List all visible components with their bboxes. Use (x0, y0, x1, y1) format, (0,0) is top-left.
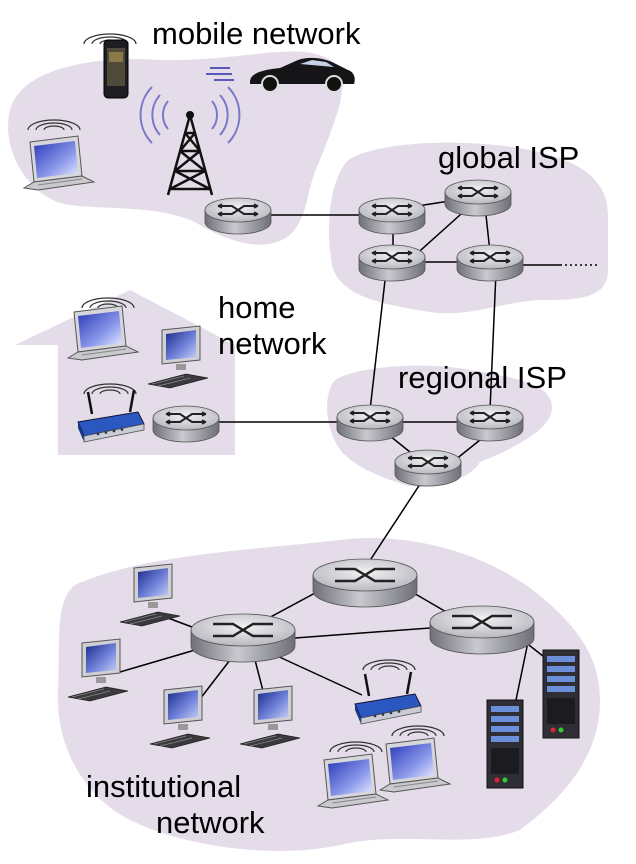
router-icon (311, 557, 419, 609)
institutional-network-label-line1: institutional (86, 769, 241, 804)
link-global-regional-2 (489, 271, 497, 411)
router-icon (189, 612, 297, 664)
router-icon (152, 405, 220, 443)
router-icon (428, 604, 536, 656)
router-icon (358, 244, 426, 282)
mobile-network-label: mobile network (152, 16, 361, 51)
smartphone-icon (83, 33, 137, 99)
router-icon (204, 197, 272, 235)
institutional-network-label-line2: network (156, 805, 265, 840)
router-icon (456, 404, 524, 442)
router-icon (456, 244, 524, 282)
server-icon (542, 649, 580, 739)
mobile-network-region (8, 51, 343, 245)
router-icon (358, 197, 426, 235)
link-regional-institutional (364, 471, 429, 569)
link-global-regional-1 (369, 271, 387, 411)
link-inst-desktop-2 (119, 649, 196, 673)
home-network-label-line1: home (218, 290, 296, 325)
home-network-label-line2: network (218, 326, 327, 361)
car-icon (206, 57, 355, 93)
link-inst-server-2 (515, 641, 529, 701)
router-icon (394, 449, 462, 487)
link-global-2-3 (411, 205, 471, 259)
link-inst-left-right (294, 627, 431, 639)
regional-isp-label: regional ISP (398, 360, 567, 395)
cell-tower-icon (139, 86, 241, 196)
server-icon (486, 699, 524, 789)
global-isp-label: global ISP (438, 140, 579, 175)
regional-isp-region (327, 365, 552, 488)
link-inst-wifi (274, 654, 363, 696)
router-icon (336, 404, 404, 442)
router-icon (444, 179, 512, 217)
